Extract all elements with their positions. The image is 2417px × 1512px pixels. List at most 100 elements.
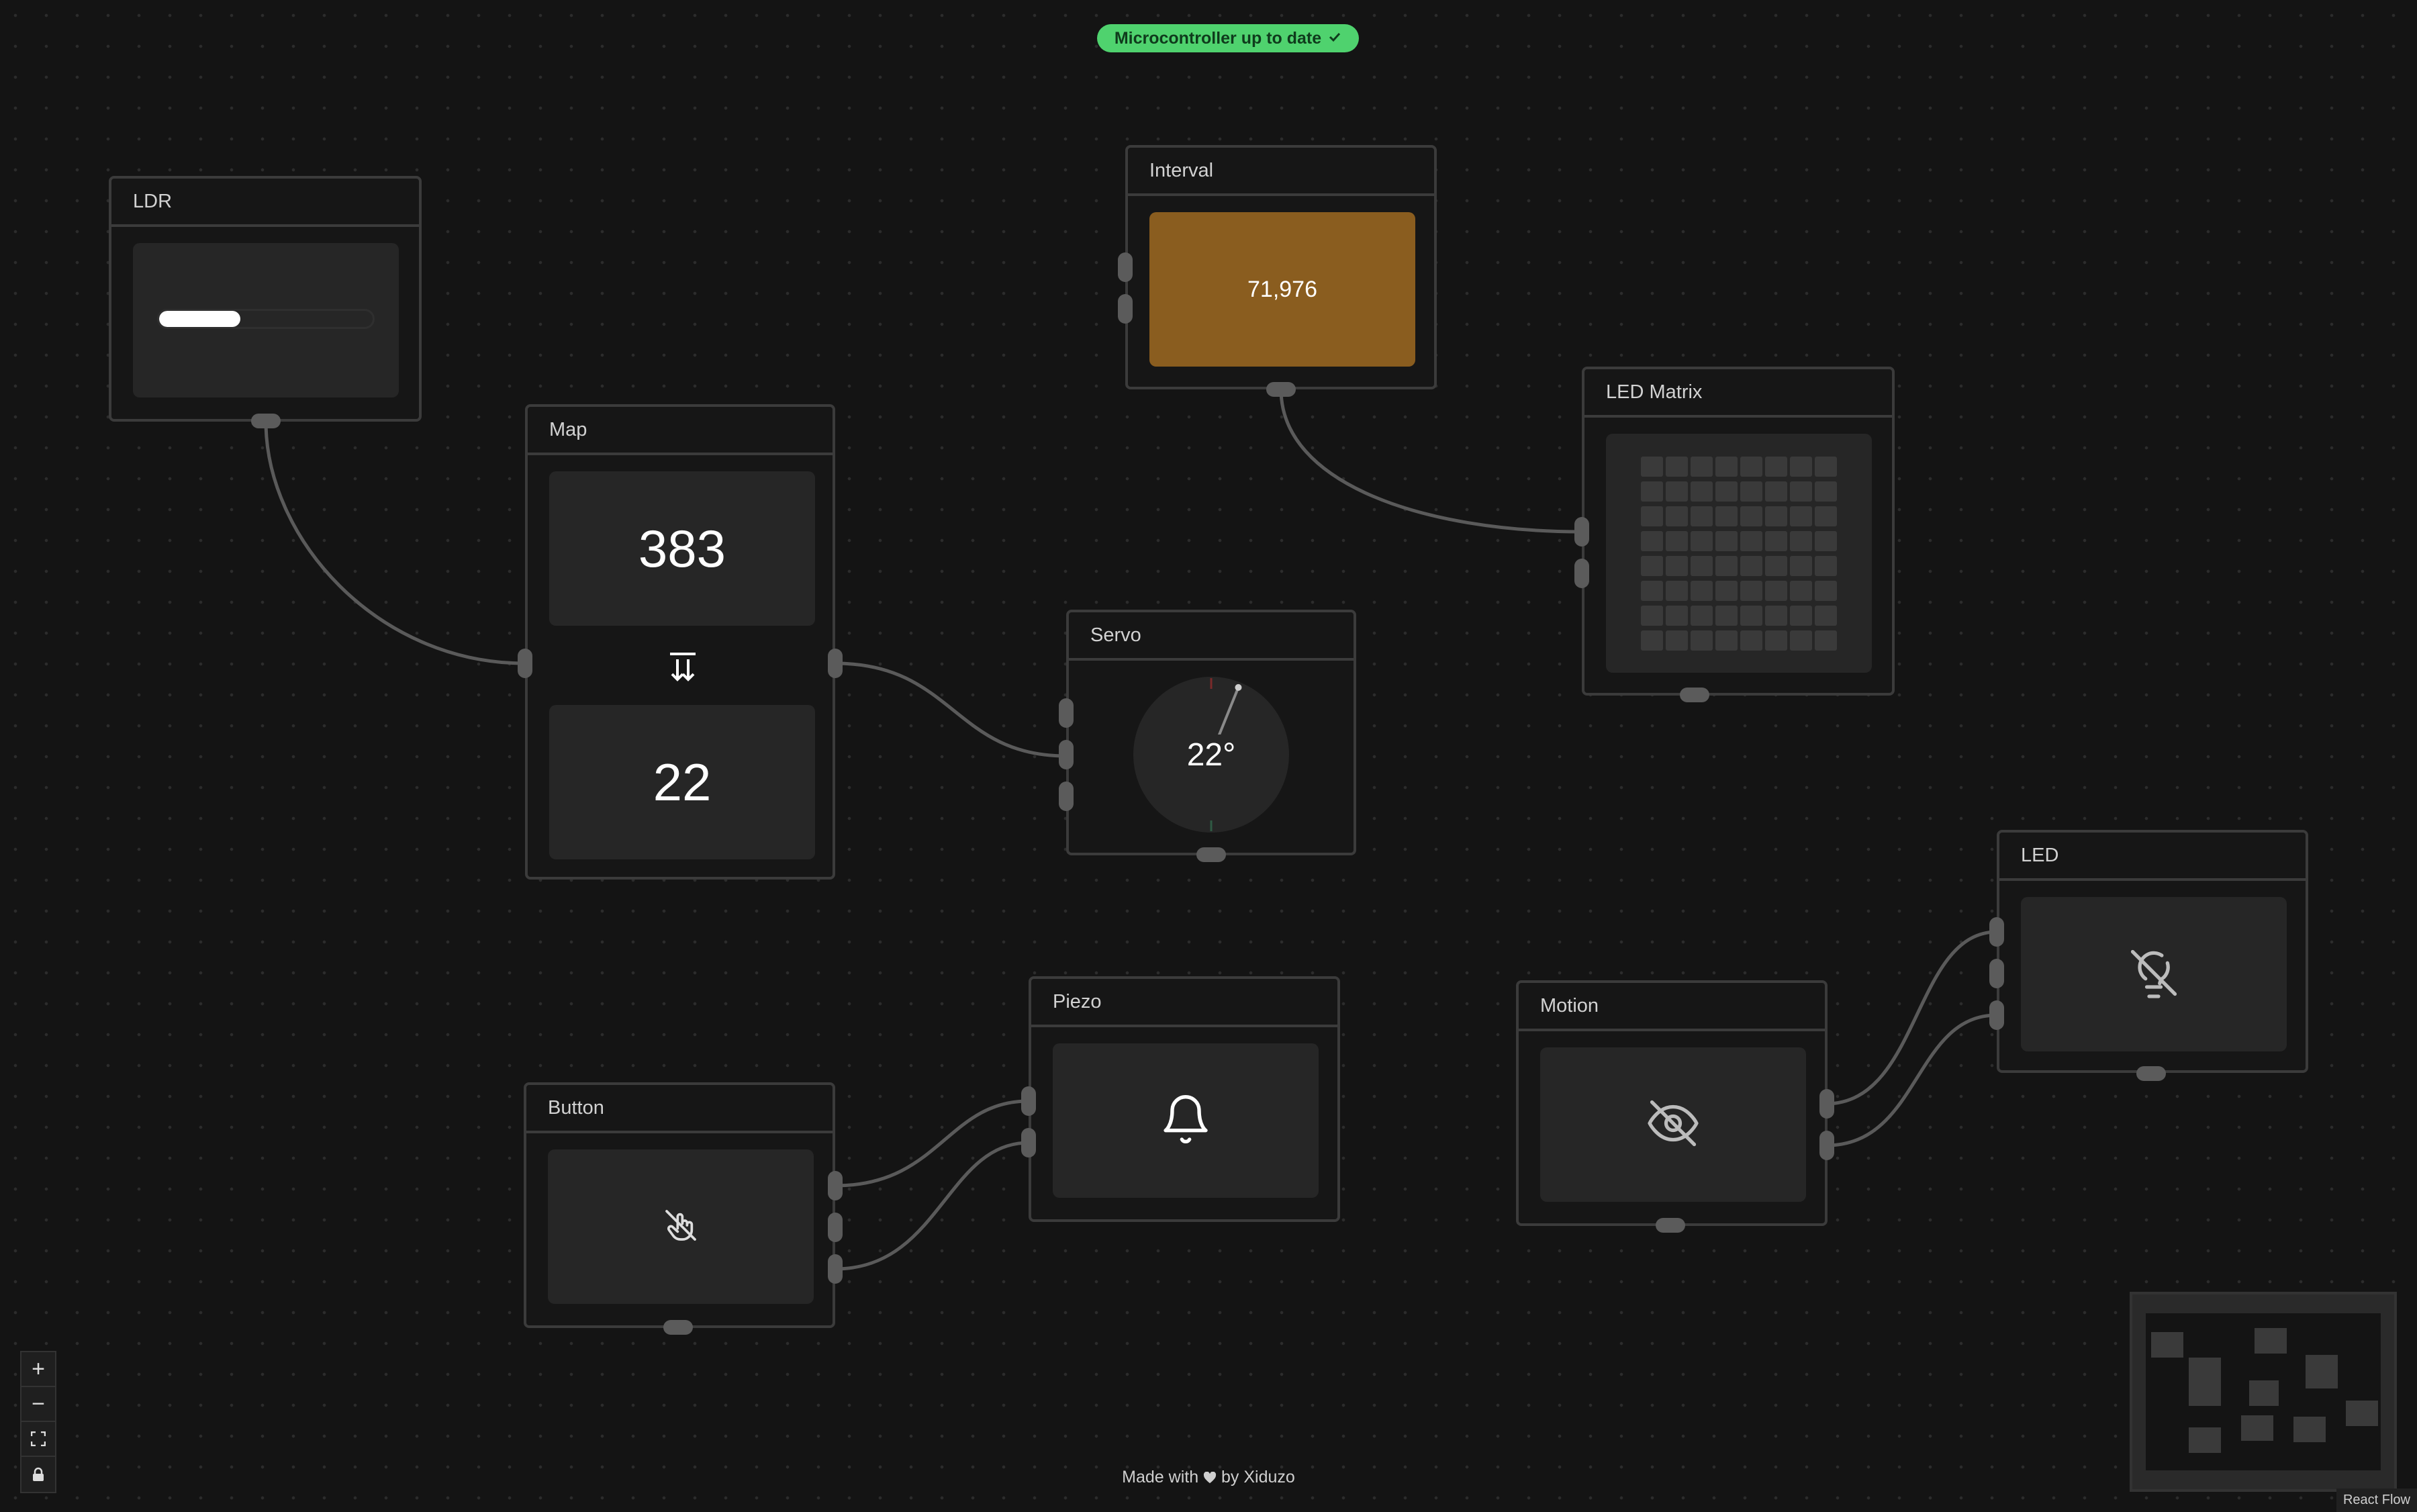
led-input-handle-1[interactable] — [1989, 917, 2004, 947]
servo-input-handle-1[interactable] — [1059, 698, 1074, 728]
led-matrix-cell — [1740, 530, 1762, 551]
led-matrix-cell — [1790, 456, 1812, 477]
led-matrix-cell — [1641, 481, 1663, 502]
button-bottom-handle[interactable] — [663, 1320, 693, 1335]
interval-output-handle[interactable] — [1266, 382, 1296, 397]
led-node[interactable]: LED — [1997, 830, 2308, 1073]
motion-node[interactable]: Motion — [1516, 980, 1828, 1226]
piezo-node[interactable]: Piezo — [1029, 976, 1340, 1222]
led-matrix-cell — [1666, 630, 1688, 651]
led-input-handle-3[interactable] — [1989, 1000, 2004, 1030]
motion-output-handle-2[interactable] — [1819, 1131, 1834, 1160]
fit-view-button[interactable] — [21, 1422, 55, 1457]
servo-input-handle-2[interactable] — [1059, 740, 1074, 769]
piezo-input-handle-2[interactable] — [1021, 1128, 1036, 1157]
minimap-node — [2306, 1355, 2338, 1388]
footer-credit: Made with by Xiduzo — [0, 1468, 2417, 1487]
status-badge: Microcontroller up to date — [1097, 24, 1359, 52]
ldr-node[interactable]: LDR — [109, 176, 422, 422]
servo-output-handle[interactable] — [1196, 847, 1226, 862]
led-matrix-cell — [1715, 555, 1738, 576]
led-matrix-cell — [1740, 555, 1762, 576]
led-matrix-cell — [1715, 481, 1738, 502]
motion-node-title: Motion — [1519, 983, 1825, 1031]
map-node[interactable]: Map 383 22 — [525, 404, 835, 880]
react-flow-attribution[interactable]: React Flow — [2336, 1489, 2417, 1512]
status-text: Microcontroller up to date — [1114, 28, 1322, 48]
led-matrix-cell — [1740, 605, 1762, 626]
zoom-out-button[interactable]: − — [21, 1387, 55, 1422]
wire-interval-ledmatrix — [1279, 389, 1582, 534]
led-matrix-cell — [1815, 506, 1837, 526]
lock-button[interactable] — [21, 1457, 55, 1492]
minimap-node — [2293, 1417, 2326, 1442]
motion-output-handle-1[interactable] — [1819, 1089, 1834, 1119]
eye-off-icon — [1645, 1095, 1701, 1155]
led-matrix-cell — [1666, 580, 1688, 601]
led-matrix-cell — [1641, 506, 1663, 526]
led-matrix-cell — [1691, 506, 1713, 526]
zoom-in-button[interactable]: + — [21, 1352, 55, 1387]
button-node[interactable]: Button — [524, 1082, 835, 1328]
button-output-handle-2[interactable] — [828, 1213, 843, 1242]
led-panel — [2021, 897, 2287, 1051]
servo-input-handle-3[interactable] — [1059, 782, 1074, 811]
servo-node[interactable]: Servo 22° — [1066, 610, 1356, 855]
piezo-panel — [1053, 1043, 1319, 1198]
led-matrix-cell — [1740, 630, 1762, 651]
led-matrix-cell — [1765, 605, 1787, 626]
led-matrix-grid — [1641, 456, 1837, 651]
led-bottom-handle[interactable] — [2136, 1066, 2166, 1081]
led-matrix-cell — [1815, 630, 1837, 651]
map-input-panel: 383 — [549, 471, 815, 626]
motion-panel — [1540, 1047, 1806, 1202]
map-input-handle[interactable] — [518, 649, 532, 678]
wire-motion-led-2 — [1826, 1013, 1997, 1147]
led-matrix-panel — [1606, 434, 1872, 673]
button-output-handle-3[interactable] — [828, 1254, 843, 1284]
led-matrix-input-handle-2[interactable] — [1574, 559, 1589, 588]
interval-input-handle-1[interactable] — [1118, 252, 1133, 282]
lock-icon — [33, 1467, 44, 1481]
led-matrix-cell — [1666, 456, 1688, 477]
led-matrix-node[interactable]: LED Matrix — [1582, 367, 1895, 696]
led-matrix-cell — [1715, 605, 1738, 626]
led-matrix-cell — [1641, 605, 1663, 626]
wire-map-servo — [835, 661, 1067, 758]
fit-view-icon — [31, 1431, 46, 1446]
interval-input-handle-2[interactable] — [1118, 294, 1133, 324]
arrows-down-to-line-icon — [666, 650, 700, 683]
ldr-output-handle[interactable] — [251, 414, 281, 428]
led-matrix-cell — [1715, 580, 1738, 601]
flow-controls: + − — [20, 1351, 56, 1493]
led-matrix-cell — [1815, 580, 1837, 601]
led-matrix-cell — [1715, 506, 1738, 526]
minimap-node — [2249, 1380, 2279, 1406]
minimap-node — [2151, 1332, 2183, 1358]
minimap[interactable] — [2130, 1292, 2397, 1492]
led-matrix-cell — [1790, 605, 1812, 626]
led-matrix-cell — [1765, 555, 1787, 576]
led-input-handle-2[interactable] — [1989, 959, 2004, 988]
minimap-node — [2241, 1415, 2273, 1441]
ldr-level-fill — [159, 311, 240, 327]
led-matrix-cell — [1790, 506, 1812, 526]
piezo-input-handle-1[interactable] — [1021, 1086, 1036, 1116]
button-output-handle-1[interactable] — [828, 1171, 843, 1200]
motion-bottom-handle[interactable] — [1656, 1218, 1685, 1233]
map-output-handle[interactable] — [828, 649, 843, 678]
led-matrix-output-handle[interactable] — [1680, 688, 1709, 702]
led-matrix-cell — [1691, 481, 1713, 502]
led-matrix-cell — [1691, 580, 1713, 601]
wire-button-piezo-1 — [835, 1099, 1029, 1188]
wire-motion-led-1 — [1826, 930, 1997, 1106]
led-matrix-cell — [1765, 456, 1787, 477]
check-icon — [1328, 29, 1341, 48]
led-matrix-cell — [1641, 456, 1663, 477]
led-matrix-cell — [1815, 456, 1837, 477]
led-matrix-cell — [1765, 530, 1787, 551]
pointer-off-icon — [662, 1207, 700, 1247]
map-node-title: Map — [528, 407, 833, 455]
led-matrix-input-handle-1[interactable] — [1574, 517, 1589, 547]
interval-node[interactable]: Interval 71,976 — [1125, 145, 1437, 389]
